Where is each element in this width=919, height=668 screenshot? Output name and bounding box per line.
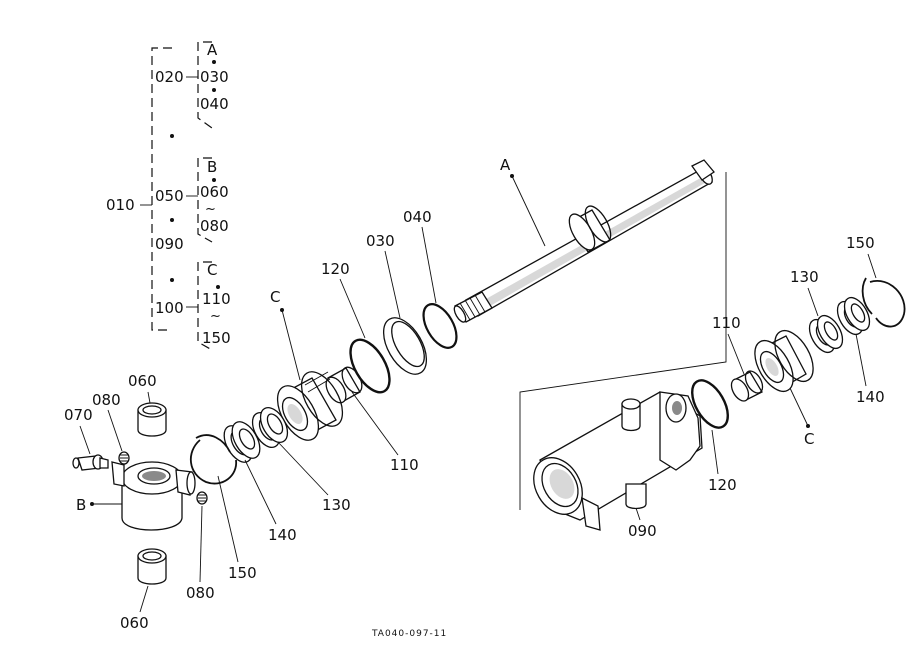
part-140-wiper-right <box>836 296 871 336</box>
part-030-ring <box>382 317 428 375</box>
tree-bracket-b: B <box>207 158 217 176</box>
part-150-snapring-right <box>861 277 906 328</box>
part-110-bushing-right <box>730 370 764 402</box>
part-140-wiper-left <box>223 421 261 463</box>
callout-a: A <box>500 156 511 174</box>
callout-b: B <box>76 496 86 514</box>
tree-range-b: ~ <box>205 202 216 217</box>
callout-110-right: 110 <box>712 314 741 332</box>
callout-130-right: 130 <box>790 268 819 286</box>
tree-label-060: 060 <box>200 183 229 201</box>
callout-130-left: 130 <box>322 496 351 514</box>
callout-150-left: 150 <box>228 564 257 582</box>
tree-bracket-a: A <box>207 41 218 59</box>
part-040-oring <box>422 303 458 349</box>
callout-c-right: C <box>804 430 814 448</box>
callout-120-right: 120 <box>708 476 737 494</box>
callout-090: 090 <box>628 522 657 540</box>
part-b-clevis <box>111 461 196 531</box>
part-150-snapring-left <box>190 434 237 485</box>
callout-140-left: 140 <box>268 526 297 544</box>
tree-label-100: 100 <box>155 299 184 317</box>
callout-030: 030 <box>366 232 395 250</box>
tree-bracket-c: C <box>207 261 217 279</box>
piston-rod <box>453 159 715 323</box>
callout-040: 040 <box>403 208 432 226</box>
callout-060-top: 060 <box>128 372 157 390</box>
callout-120-left: 120 <box>321 260 350 278</box>
part-c-head-right <box>754 329 814 393</box>
part-110-bushing-left <box>325 366 363 404</box>
part-070-grease-fitting <box>72 454 109 471</box>
drawing-code: TA040-097-11 <box>371 629 447 639</box>
tree-label-080: 080 <box>200 217 229 235</box>
part-080-screw-bottom <box>196 491 208 505</box>
callout-070: 070 <box>64 406 93 424</box>
tree-label-090: 090 <box>155 235 184 253</box>
part-060-bushing-bottom <box>137 548 167 585</box>
tree-label-040: 040 <box>200 95 229 113</box>
tree-label-020: 020 <box>155 68 184 86</box>
tree-label-150: 150 <box>202 329 231 347</box>
callout-140-right: 140 <box>856 388 885 406</box>
tree-range-c: ~ <box>210 309 221 324</box>
callout-150-right: 150 <box>846 234 875 252</box>
callout-110-left: 110 <box>390 456 419 474</box>
tree-root-label: 010 <box>106 196 135 214</box>
part-080-screw-top <box>118 451 130 465</box>
part-090-barrel <box>519 172 727 531</box>
tree-label-110: 110 <box>202 290 231 308</box>
part-120-oring-right <box>691 379 729 429</box>
callout-080-top: 080 <box>92 391 121 409</box>
part-130-seal-right <box>808 314 844 354</box>
part-130-seal-left <box>251 407 289 448</box>
callout-c-left: C <box>270 288 280 306</box>
tree-label-030: 030 <box>200 68 229 86</box>
tree-label-050: 050 <box>155 187 184 205</box>
callout-080-bottom: 080 <box>186 584 215 602</box>
part-c-head-left <box>276 371 344 441</box>
callout-060-bottom: 060 <box>120 614 149 632</box>
parts-tree: 010 020 A 030 040 050 B 060 ~ 080 090 10… <box>106 41 231 351</box>
part-060-bushing-top <box>137 402 167 437</box>
